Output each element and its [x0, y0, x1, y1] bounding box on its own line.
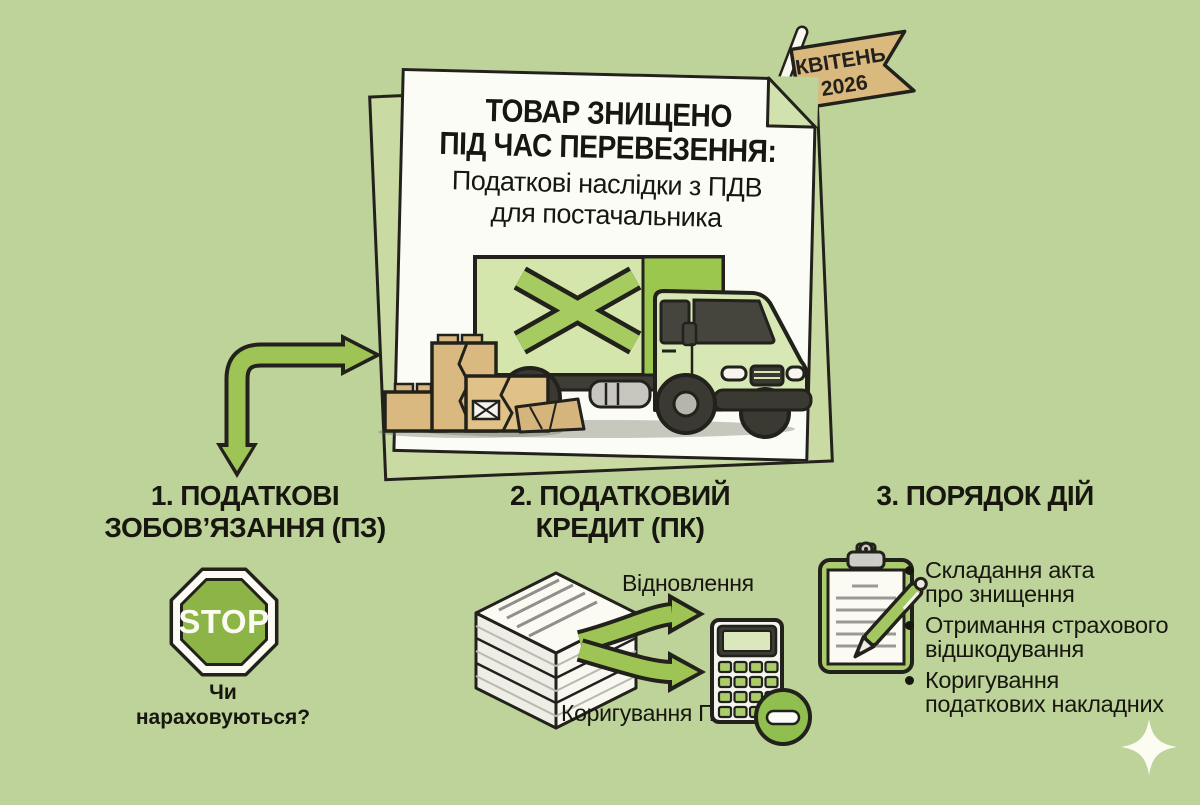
list-item: Коригування податкових накладних	[905, 667, 1190, 717]
bullet-dot	[905, 676, 914, 685]
section3-heading: 3. ПОРЯДОК ДІЙ	[876, 480, 1094, 511]
title-card: ТОВАР ЗНИЩЕНО ПІД ЧАС ПЕРЕВЕЗЕННЯ: Подат…	[392, 67, 819, 463]
list-item-text: Коригування податкових накладних	[925, 667, 1164, 717]
clipboard-pen-icon	[818, 541, 928, 674]
stop-label: STOP	[178, 603, 269, 640]
list-item-text: Отримання страхового відшкодування	[925, 612, 1169, 662]
windshield	[692, 298, 776, 345]
arrow-bottom-label: Коригування ПК	[561, 700, 728, 726]
paper-stack-icon	[474, 571, 706, 730]
list-item: Отримання страхового відшкодування	[905, 612, 1190, 662]
calculator-screen	[722, 630, 772, 652]
destroyed-cargo-truck-icon	[378, 255, 813, 439]
x-mark-icon	[515, 270, 640, 351]
headlight	[720, 365, 748, 382]
stop-sign-icon: STOP	[169, 567, 279, 677]
bumper	[712, 388, 813, 412]
section2-heading: 2. ПОДАТКОВИЙ КРЕДИТ (ПК)	[509, 480, 731, 544]
grille	[749, 364, 785, 387]
card-title: ТОВАР ЗНИЩЕНО ПІД ЧАС ПЕРЕВЕЗЕННЯ:	[438, 92, 777, 170]
card-subtitle: Податкові наслідки з ПДВ для постачальни…	[451, 165, 763, 233]
list-item: Складання акта про знищення	[905, 557, 1190, 607]
broken-boxes-icon	[383, 333, 586, 434]
adjust-arrow-icon	[576, 638, 706, 693]
sparkle-icon	[1121, 719, 1177, 775]
section1-question: Чи нараховуються?	[135, 681, 311, 730]
bullet-dot	[905, 566, 914, 575]
calculator-icon	[710, 618, 812, 746]
arrow-top-label: Відновлення	[622, 570, 754, 596]
section1-heading: 1. ПОДАТКОВІ ЗОБОВ’ЯЗАННЯ (ПЗ)	[104, 480, 386, 544]
pen-icon	[853, 576, 928, 659]
restore-arrow-icon	[576, 593, 705, 654]
elbow-arrow-icon	[216, 334, 382, 478]
folded-corner-icon	[765, 75, 819, 129]
action-list: Складання акта про знищення Отримання ст…	[905, 557, 1190, 724]
bullet-dot	[905, 621, 914, 630]
list-item-text: Складання акта про знищення	[925, 557, 1095, 607]
side-mirror	[681, 321, 698, 347]
